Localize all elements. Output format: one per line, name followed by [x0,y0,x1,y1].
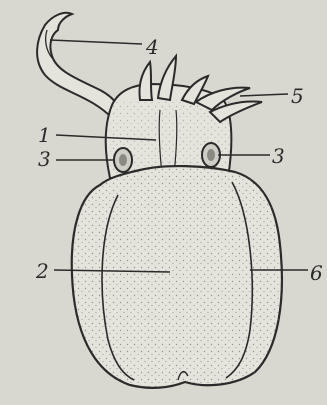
label-3-left: 3 [38,149,51,169]
mantle [72,166,282,388]
label-4: 4 [146,37,159,57]
label-6: 6 [310,263,323,283]
leader-4 [50,40,142,44]
label-2: 2 [36,261,49,281]
label-3-right: 3 [272,146,285,166]
leader-5 [240,94,288,96]
label-1: 1 [38,125,51,145]
label-5: 5 [291,86,304,106]
tentacle [37,13,119,120]
